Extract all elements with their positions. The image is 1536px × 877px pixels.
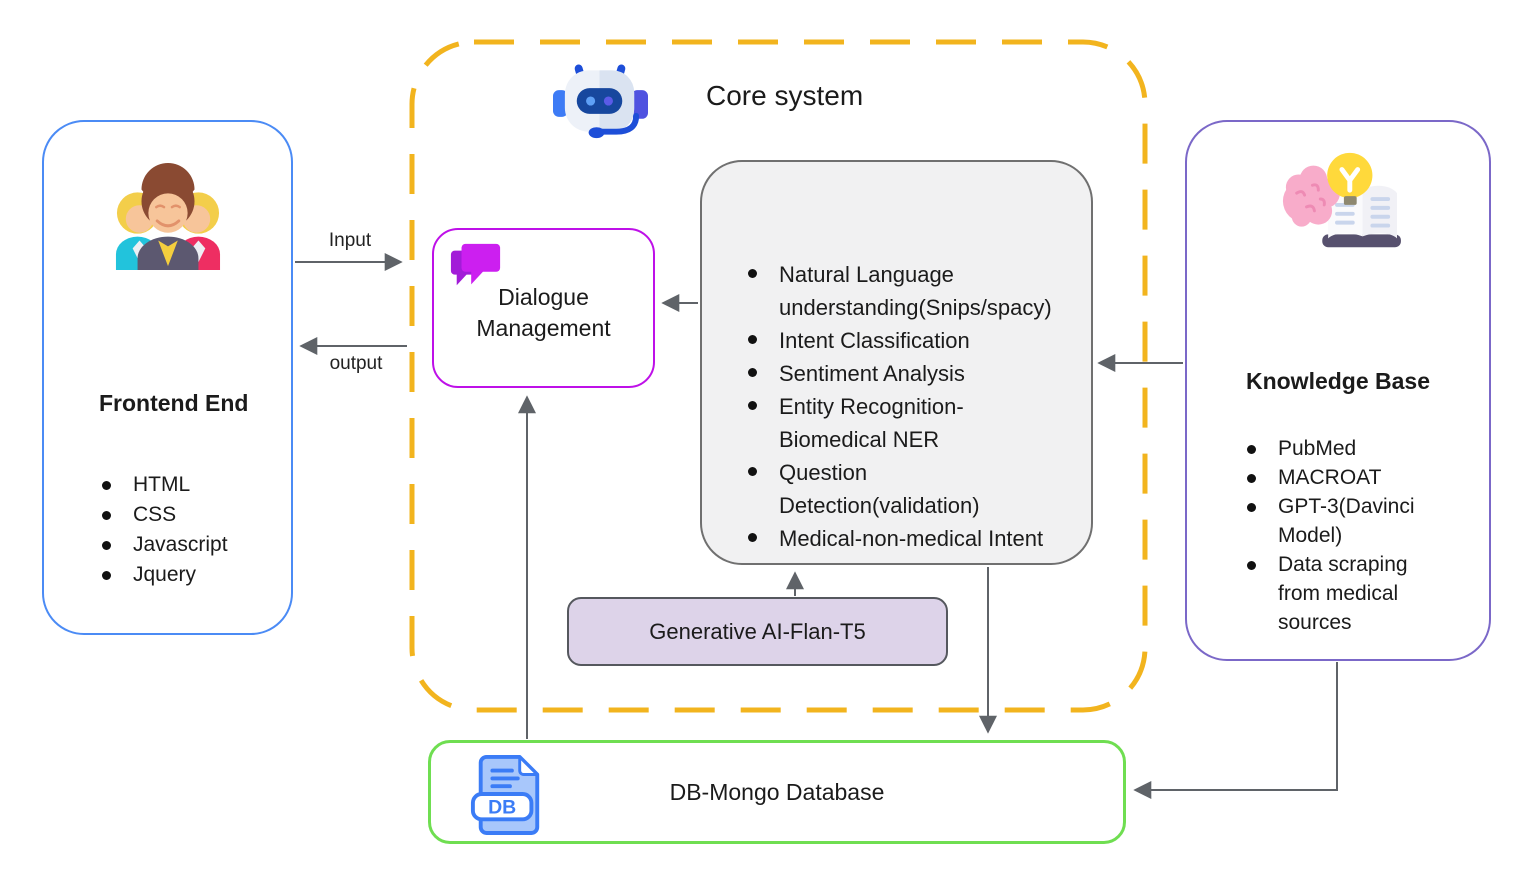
- core-system-title: Core system: [706, 80, 864, 111]
- list-item: Entity Recognition-Biomedical NER: [746, 390, 1066, 456]
- list-item: Intent Classification: [746, 324, 1066, 357]
- list-item: Question Detection(validation): [746, 456, 1066, 522]
- core-system-dashed-border: [409, 39, 1148, 713]
- db-icon-label: DB: [488, 797, 516, 819]
- list-item: PubMed: [1245, 434, 1436, 463]
- list-item: HTML: [100, 470, 228, 500]
- list-item: Jquery: [100, 560, 228, 590]
- knowledge-base-panel: Knowledge Base PubMed MACROAT GPT-3(Davi…: [1185, 120, 1491, 661]
- output-flow-label: output: [329, 353, 383, 374]
- list-item: Javascript: [100, 530, 228, 560]
- knowledge-list: PubMed MACROAT GPT-3(Davinci Model) Data…: [1245, 434, 1445, 637]
- frontend-panel: Frontend End HTML CSS Javascript Jquery: [42, 120, 293, 635]
- dialogue-management-box: Dialogue Management: [432, 228, 655, 388]
- nlp-pipeline-box: Natural Language understanding(Snips/spa…: [700, 160, 1093, 565]
- chatbot-icon: [553, 60, 648, 145]
- list-item: CSS: [100, 500, 228, 530]
- list-item: Data scraping from medical sources: [1245, 550, 1436, 637]
- list-item: Sentiment Analysis: [746, 357, 1066, 390]
- database-box: DB DB-Mongo Database: [428, 740, 1126, 844]
- generative-ai-box: Generative AI-Flan-T5: [567, 597, 948, 666]
- chat-bubbles-icon: [449, 241, 503, 296]
- list-item: Natural Language understanding(Snips/spa…: [746, 258, 1066, 324]
- input-flow-label: Input: [328, 230, 372, 251]
- list-item: GPT-3(Davinci Model): [1245, 492, 1436, 550]
- database-file-icon: DB: [469, 753, 547, 840]
- frontend-list: HTML CSS Javascript Jquery: [100, 470, 228, 590]
- list-item: MACROAT: [1245, 463, 1436, 492]
- list-item: Medical-non-medical Intent: [746, 522, 1066, 555]
- brain-book-icon: [1269, 142, 1407, 265]
- users-icon: [94, 162, 242, 275]
- dialogue-management-label: Dialogue Management: [476, 284, 611, 341]
- knowledge-base-title: Knowledge Base: [1245, 368, 1431, 394]
- knowledge-to-database-arrow: [1133, 662, 1338, 799]
- frontend-title: Frontend End: [99, 390, 249, 416]
- database-label: DB-Mongo Database: [669, 778, 885, 805]
- nlp-list: Natural Language understanding(Snips/spa…: [746, 258, 1066, 555]
